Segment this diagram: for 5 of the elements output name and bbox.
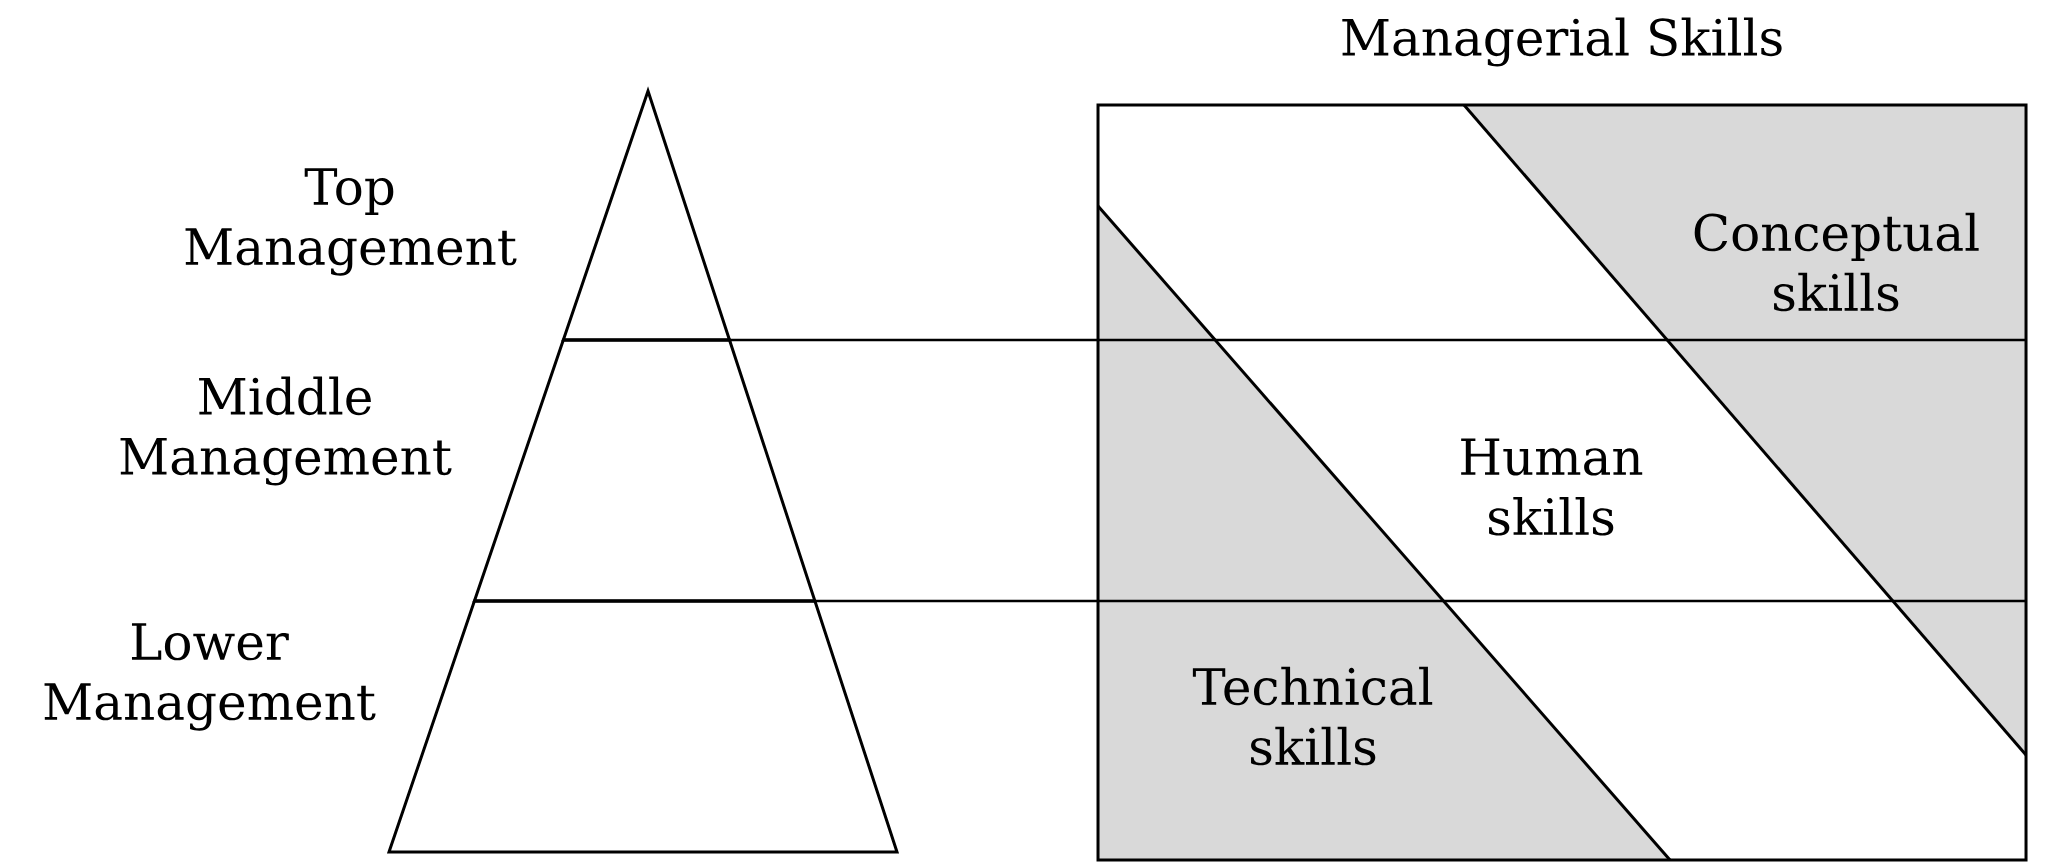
heading: Managerial Skills bbox=[1342, 17, 1782, 67]
tier-label: Lower Management bbox=[44, 623, 376, 731]
skill-region: Human skills bbox=[1461, 438, 1643, 536]
tier-label: Top Management bbox=[185, 168, 517, 276]
tier-label: Middle Management bbox=[120, 376, 452, 486]
